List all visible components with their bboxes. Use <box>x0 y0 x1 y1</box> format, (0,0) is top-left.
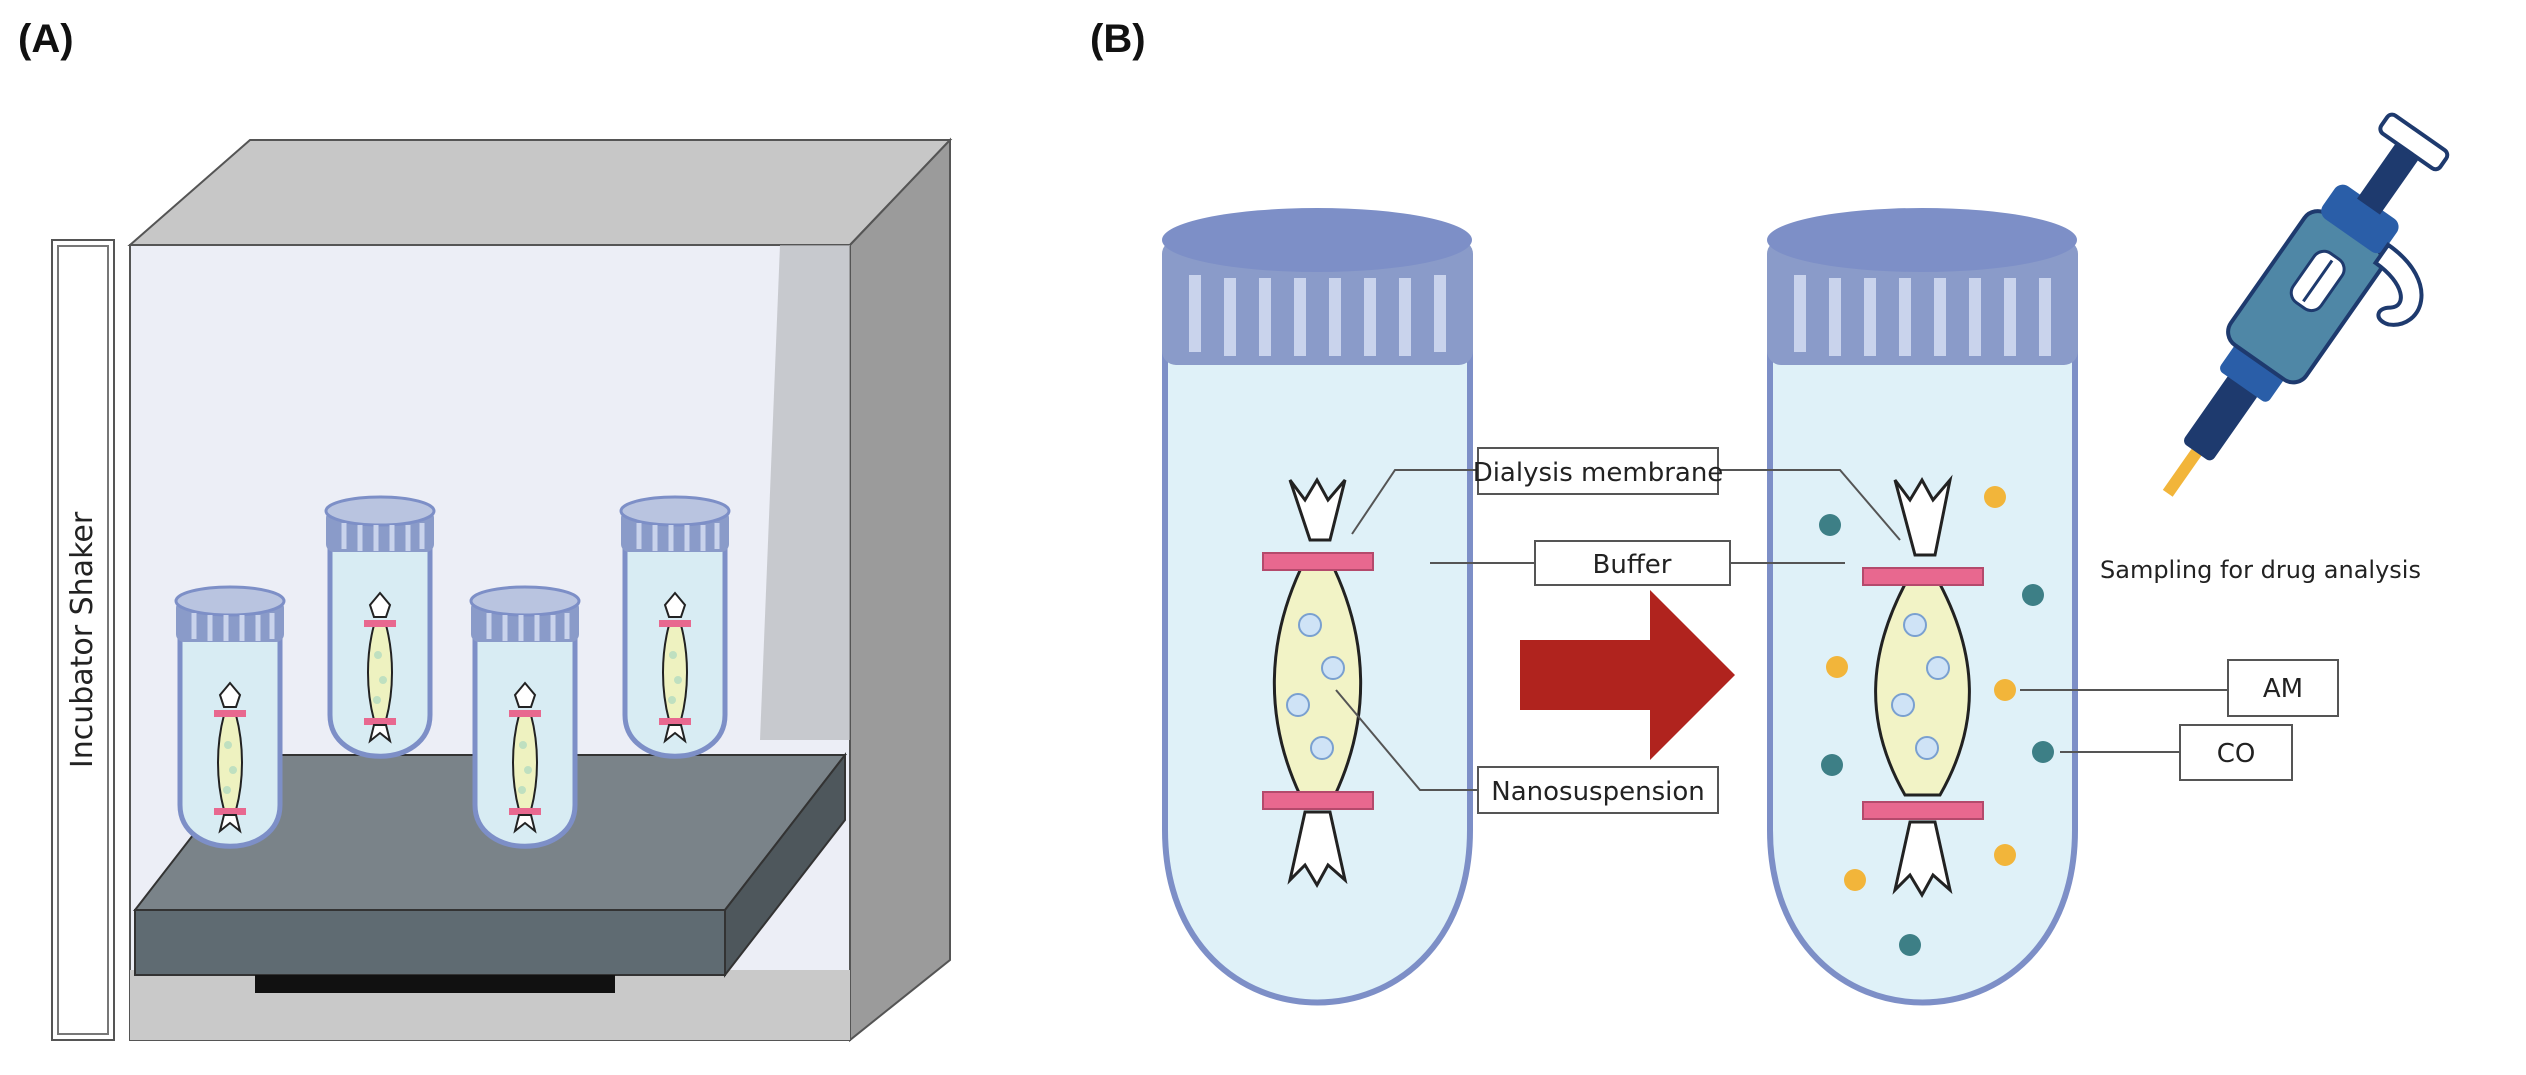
svg-text:CO: CO <box>2217 739 2256 769</box>
tube-a4 <box>621 497 729 756</box>
co-particles <box>1819 514 2054 956</box>
svg-text:Buffer: Buffer <box>1593 550 1672 580</box>
panel-b-label: (B) <box>1090 17 1146 61</box>
tube-a1 <box>176 587 284 846</box>
svg-text:Dialysis membrane: Dialysis membrane <box>1473 458 1724 488</box>
callout-buffer: Buffer <box>1534 540 1731 586</box>
tube-a3 <box>471 587 579 846</box>
am-particles <box>1826 486 2016 891</box>
callout-nanosuspension: Nanosuspension <box>1477 766 1719 814</box>
dialysis-tube-after <box>1767 208 2078 1006</box>
svg-text:AM: AM <box>2263 674 2303 704</box>
callout-am: AM <box>2227 659 2339 717</box>
tube-a2 <box>326 497 434 756</box>
incubator-shaker-label: Incubator Shaker <box>65 511 100 768</box>
dialysis-tube-before <box>1162 208 1473 1006</box>
svg-text:Nanosuspension: Nanosuspension <box>1491 777 1704 807</box>
callout-dialysis-membrane: Dialysis membrane <box>1473 447 1724 495</box>
pipette <box>2162 112 2450 497</box>
process-arrow <box>1520 590 1735 760</box>
shaker-label-box <box>51 239 115 1041</box>
callout-lines <box>1335 469 2228 791</box>
callout-co: CO <box>2179 724 2293 781</box>
sampling-label: Sampling for drug analysis <box>2100 556 2421 584</box>
panel-a-label: (A) <box>18 17 74 61</box>
